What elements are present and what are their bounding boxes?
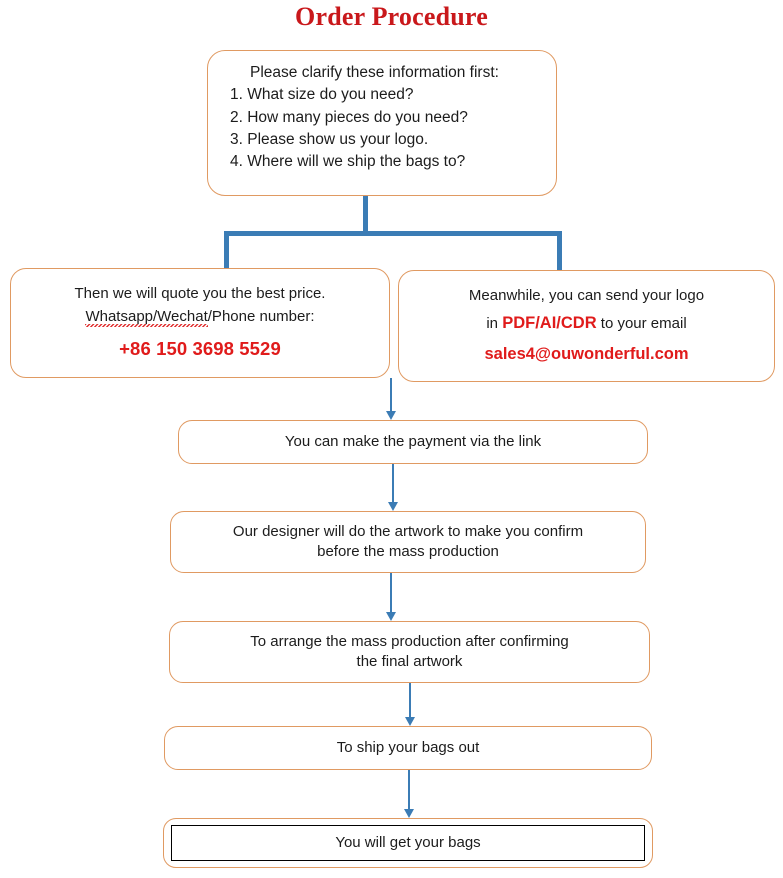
logo-line-1: Meanwhile, you can send your logo [468, 287, 705, 304]
connector-split-stem [363, 196, 368, 235]
payment-text: You can make the payment via the link [284, 433, 542, 451]
quote-number-label: /Phone number: [207, 307, 315, 325]
flow-box-quote-contact[interactable]: Then we will quote you the best price. W… [10, 268, 390, 378]
flow-box-designer-artwork[interactable]: Our designer will do the artwork to make… [170, 511, 646, 573]
mass-line-2: the final artwork [356, 653, 463, 670]
page-title: Order Procedure [295, 2, 488, 31]
file-formats: PDF/AI/CDR [502, 314, 597, 333]
email-address[interactable]: sales4@ouwonderful.com [484, 345, 689, 364]
designer-line-2: before the mass production [317, 543, 499, 560]
logo-line-2: in PDF/AI/CDR to your email [409, 309, 764, 338]
clarify-item-1: 1. What size do you need? [230, 86, 414, 104]
quote-line-2: Whatsapp/Wechat/Phone number: [21, 306, 379, 329]
quote-line-1: Then we will quote you the best price. [74, 285, 326, 303]
arrow-payment-to-designer [388, 464, 398, 511]
designer-line-1: Our designer will do the artwork to make… [232, 523, 584, 541]
flow-box-ship-bags[interactable]: To ship your bags out [164, 726, 652, 770]
clarify-item-3: 3. Please show us your logo. [230, 130, 429, 148]
ship-text: To ship your bags out [336, 739, 480, 757]
connector-split-left-drop [224, 231, 229, 268]
flow-box-send-logo[interactable]: Meanwhile, you can send your logo in PDF… [398, 270, 775, 382]
clarify-heading: Please clarify these information first: [250, 64, 499, 81]
quote-channels-text: Whatsapp/Wechat [85, 307, 208, 327]
connector-split-right-drop [557, 231, 562, 270]
flow-box-clarify-information[interactable]: Please clarify these information first: … [207, 50, 557, 196]
logo-line-2-suffix: to your email [596, 315, 687, 333]
arrow-quote-to-payment [386, 378, 396, 420]
final-text: You will get your bags [171, 825, 645, 861]
flow-box-final-receive-bags[interactable]: You will get your bags [163, 818, 653, 868]
arrow-ship-to-final [404, 770, 414, 818]
connector-split-bar [224, 231, 562, 236]
arrow-mass-production-to-ship [405, 683, 415, 726]
flow-box-payment[interactable]: You can make the payment via the link [178, 420, 648, 464]
flow-box-mass-production[interactable]: To arrange the mass production after con… [169, 621, 650, 683]
clarify-item-2: 2. How many pieces do you need? [230, 108, 468, 126]
phone-number[interactable]: +86 150 3698 5529 [119, 338, 281, 360]
arrow-designer-to-mass-production [386, 573, 396, 621]
clarify-item-4: 4. Where will we ship the bags to? [230, 153, 466, 171]
mass-line-1: To arrange the mass production after con… [250, 633, 569, 651]
logo-line-2-prefix: in [486, 315, 503, 333]
